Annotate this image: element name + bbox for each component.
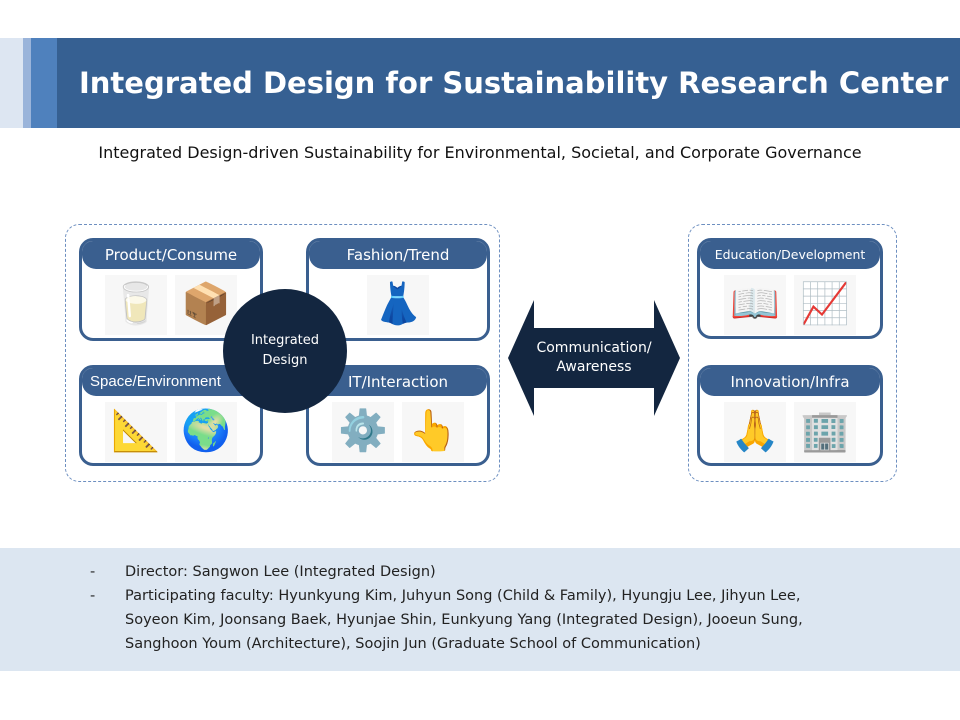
card-label: Education/Development bbox=[700, 241, 880, 269]
double-arrow-icon bbox=[508, 300, 680, 416]
card-product-consume: Product/Consume 🥛📦 bbox=[79, 238, 263, 341]
page-title: Integrated Design for Sustainability Res… bbox=[57, 38, 960, 128]
right-group bbox=[688, 224, 897, 482]
accent-strip bbox=[31, 38, 57, 128]
center-label: Design bbox=[262, 353, 308, 368]
growth-person-icon: 📈 bbox=[794, 275, 856, 335]
left-group bbox=[65, 224, 500, 482]
bullet-text: Participating faculty: Hyunkyung Kim, Ju… bbox=[125, 588, 803, 652]
hands-together-icon: 🙏 bbox=[724, 402, 786, 462]
subtitle: Integrated Design-driven Sustainability … bbox=[98, 143, 862, 162]
bullet-dash: - bbox=[90, 564, 96, 580]
double-arrow: Communication/Awareness bbox=[508, 300, 680, 416]
arrow-label: Awareness bbox=[556, 359, 632, 375]
card-innovation-infra: Innovation/Infra 🙏🏢 bbox=[697, 365, 883, 466]
bullet-director: - Director: Sangwon Lee (Integrated Desig… bbox=[90, 560, 960, 584]
bullet-faculty: - Participating faculty: Hyunkyung Kim, J… bbox=[90, 584, 960, 656]
groceries-icon: 🥛 bbox=[105, 275, 167, 335]
card-label: Product/Consume bbox=[82, 241, 260, 269]
bullet-dash: - bbox=[90, 588, 96, 604]
card-label: Innovation/Infra bbox=[700, 368, 880, 396]
book-icon: 📖 bbox=[724, 275, 786, 335]
touch-network-icon: 👆 bbox=[402, 402, 464, 462]
card-it-interaction: IT/Interaction ⚙️👆 bbox=[306, 365, 490, 466]
package-hand-icon: 📦 bbox=[175, 275, 237, 335]
card-label: Fashion/Trend bbox=[309, 241, 487, 269]
floorplan-icon: 📐 bbox=[105, 402, 167, 462]
arrow-label: Communication/ bbox=[536, 340, 652, 356]
globe-leaf-icon: 🌍 bbox=[175, 402, 237, 462]
building-cycle-icon: 🏢 bbox=[794, 402, 856, 462]
gear-hands-icon: ⚙️ bbox=[332, 402, 394, 462]
accent-strip bbox=[23, 38, 31, 128]
card-education-development: Education/Development 📖📈 bbox=[697, 238, 883, 339]
dress-bag-icon: 👗 bbox=[367, 275, 429, 335]
accent-strip bbox=[0, 38, 23, 128]
faculty-info: - Director: Sangwon Lee (Integrated Desig… bbox=[0, 548, 960, 671]
bullet-text: Director: Sangwon Lee (Integrated Design… bbox=[125, 564, 436, 580]
center-label: Integrated bbox=[250, 333, 320, 348]
